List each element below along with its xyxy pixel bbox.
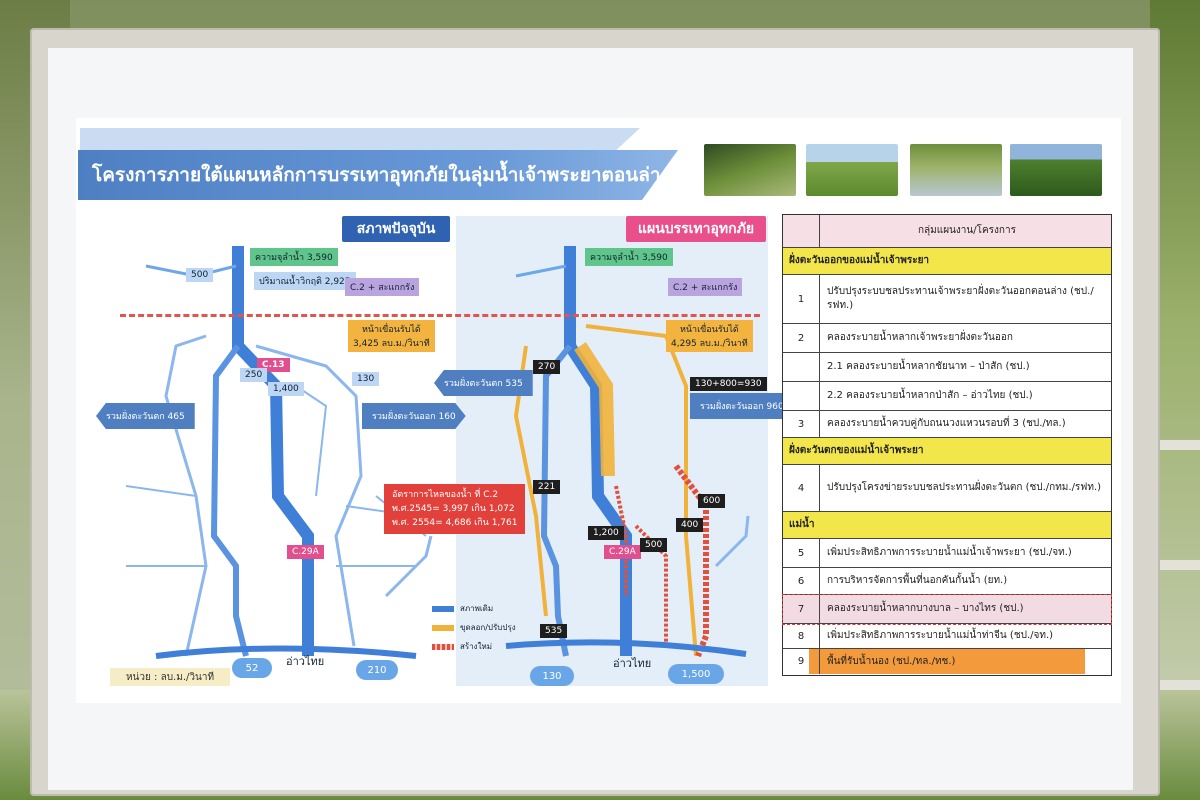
right-dam-capacity: หน้าเขื่อนรับได้ 4,295 ลบ.ม./วินาที <box>666 320 753 352</box>
row-num: 7 <box>783 595 820 623</box>
right-capacity-label: ความจุลำน้ำ 3,590 <box>585 248 673 266</box>
table-row: 8 เพิ่มประสิทธิภาพการระบายน้ำแม่น้ำท่าจี… <box>783 624 1111 649</box>
table-section-west: ฝั่งตะวันตกของแม่น้ำเจ้าพระยา <box>783 438 1111 465</box>
legend-new: สร้างใหม่ <box>432 640 516 653</box>
river-network-map <box>115 246 750 659</box>
row-text: 2.1 คลองระบายน้ำหลากชัยนาท – ป่าสัก (ชป.… <box>827 361 1030 372</box>
section-label-river: แม่น้ำ <box>789 519 815 530</box>
right-station-c29a: C.29A <box>604 545 641 559</box>
project-table: กลุ่มแผนงาน/โครงการ ฝั่งตะวันออกของแม่น้… <box>782 214 1112 676</box>
table-row: 2 คลองระบายน้ำหลากเจ้าพระยาฝั่งตะวันออก <box>783 324 1111 353</box>
row-text: เพิ่มประสิทธิภาพการระบายน้ำแม่น้ำท่าจีน … <box>827 630 1054 641</box>
table-row: 2.2 คลองระบายน้ำหลากป่าสัก – อ่าวไทย (ชป… <box>783 382 1111 411</box>
unit-label: หน่วย : ลบ.ม./วินาที <box>110 668 230 686</box>
right-flow-270: 270 <box>533 360 561 374</box>
table-header-num <box>783 215 820 247</box>
row-text: คลองระบายน้ำหลากบางบาล – บางไทร (ชป.) <box>827 603 1024 614</box>
left-sea-210: 210 <box>356 660 398 680</box>
right-map <box>505 246 750 658</box>
row-num <box>783 382 820 410</box>
right-flow-1200: 1,200 <box>588 526 624 540</box>
right-flow-221: 221 <box>533 480 561 494</box>
table-row-highlighted: 7 คลองระบายน้ำหลากบางบาล – บางไทร (ชป.) <box>782 594 1112 625</box>
legend-improve-swatch <box>432 624 454 631</box>
table-header: กลุ่มแผนงาน/โครงการ <box>918 225 1016 236</box>
combo-flow-label: 130+800=930 <box>690 377 767 391</box>
left-east-total-arrow: รวมฝั่งตะวันออก 160 <box>362 403 466 429</box>
left-flow-500: 500 <box>186 268 214 282</box>
row-num: 5 <box>783 539 820 567</box>
right-gulf-label: อ่าวไทย <box>613 657 652 670</box>
legend-existing-label: สภาพเดิม <box>460 604 494 613</box>
row-text: พื้นที่รับน้ำนอง (ชป./ทล./ทช.) <box>827 655 956 667</box>
row-text: ปรับปรุงระบบชลประทานเจ้าพระยาฝั่งตะวันออ… <box>827 286 1094 311</box>
right-c2-sakae-label: C.2 + สะแกกรัง <box>668 278 743 296</box>
legend-existing: สภาพเดิม <box>432 602 516 615</box>
table-row: 1 ปรับปรุงระบบชลประทานเจ้าพระยาฝั่งตะวัน… <box>783 275 1111 324</box>
right-flow-400: 400 <box>676 518 704 532</box>
photo-farmers-2 <box>806 144 898 196</box>
photo-farmers-1 <box>704 144 796 196</box>
row-num <box>783 353 820 381</box>
left-map <box>115 246 433 659</box>
row-text: คลองระบายน้ำควบคู่กับถนนวงแหวนรอบที่ 3 (… <box>827 418 1066 429</box>
left-c2-sakae-label: C.2 + สะแกกรัง <box>345 278 420 296</box>
left-station-c29a: C.29A <box>287 545 324 559</box>
left-flow-130: 130 <box>352 372 380 386</box>
legend-new-swatch <box>432 643 454 650</box>
row-text: การบริหารจัดการพื้นที่นอกคันกั้นน้ำ (ยท.… <box>827 575 1008 586</box>
table-row: 5 เพิ่มประสิทธิภาพการระบายน้ำแม่น้ำเจ้าพ… <box>783 539 1111 568</box>
table-row: 2.1 คลองระบายน้ำหลากชัยนาท – ป่าสัก (ชป.… <box>783 353 1111 382</box>
section-label-east: ฝั่งตะวันออกของแม่น้ำเจ้าพระยา <box>789 255 930 266</box>
poster-title: โครงการภายใต้แผนหลักการบรรเทาอุทกภัยในลุ… <box>92 164 670 186</box>
row-text: ปรับปรุงโครงข่ายระบบชลประทานฝั่งตะวันตก … <box>827 482 1102 493</box>
row-text: 2.2 คลองระบายน้ำหลากป่าสัก – อ่าวไทย (ชป… <box>827 390 1033 401</box>
row-num: 8 <box>783 624 820 648</box>
flood-plan-header: แผนบรรเทาอุทกภัย <box>626 216 766 242</box>
section-label-west: ฝั่งตะวันตกของแม่น้ำเจ้าพระยา <box>789 445 924 456</box>
right-flow-535: 535 <box>540 624 568 638</box>
left-capacity-label: ความจุลำน้ำ 3,590 <box>250 248 338 266</box>
table-row: 6 การบริหารจัดการพื้นที่นอกคันกั้นน้ำ (ย… <box>783 568 1111 595</box>
legend-existing-swatch <box>432 605 454 612</box>
photo-farmers-3 <box>910 144 1002 196</box>
title-bar <box>78 150 678 200</box>
row-num: 4 <box>783 465 820 511</box>
right-flow-600: 600 <box>698 494 726 508</box>
left-gulf-label: อ่าวไทย <box>286 655 325 668</box>
left-flow-1400: 1,400 <box>268 382 304 396</box>
left-flow-250: 250 <box>240 368 268 382</box>
row-num: 6 <box>783 568 820 594</box>
west-total-535-arrow: รวมฝั่งตะวันตก 535 <box>434 370 533 396</box>
current-state-header: สภาพปัจจุบัน <box>342 216 450 242</box>
right-sea-1500: 1,500 <box>668 664 724 684</box>
legend-improve-label: ขุดลอก/ปรับปรุง <box>460 623 516 632</box>
row-text: เพิ่มประสิทธิภาพการระบายน้ำแม่น้ำเจ้าพระ… <box>827 547 1072 558</box>
photo-farmers-4 <box>1010 144 1102 196</box>
critical-flow-line <box>120 314 760 317</box>
table-section-river: แม่น้ำ <box>783 512 1111 539</box>
row-text: คลองระบายน้ำหลากเจ้าพระยาฝั่งตะวันออก <box>827 332 1013 343</box>
right-east-total-arrow: รวมฝั่งตะวันออก 960 <box>690 393 794 419</box>
table-row: 3 คลองระบายน้ำควบคู่กับถนนวงแหวนรอบที่ 3… <box>783 411 1111 438</box>
legend: สภาพเดิม ขุดลอก/ปรับปรุง สร้างใหม่ <box>432 602 516 653</box>
left-dam-capacity: หน้าเขื่อนรับได้ 3,425 ลบ.ม./วินาที <box>348 320 435 352</box>
c2-flow-note: อัตราการไหลของน้ำ ที่ C.2 พ.ศ.2545= 3,99… <box>384 484 526 534</box>
left-sea-52: 52 <box>232 658 272 678</box>
table-row: 4 ปรับปรุงโครงข่ายระบบชลประทานฝั่งตะวันต… <box>783 465 1111 512</box>
table-row: 9 พื้นที่รับน้ำนอง (ชป./ทล./ทช.) <box>783 649 1111 674</box>
right-flow-500: 500 <box>640 538 668 552</box>
left-west-total-arrow: รวมฝั่งตะวันตก 465 <box>96 403 195 429</box>
left-critical-label: ปริมาณน้ำวิกฤติ 2,925 <box>254 272 356 290</box>
row-num: 9 <box>783 649 820 674</box>
row-num: 2 <box>783 324 820 352</box>
legend-improve: ขุดลอก/ปรับปรุง <box>432 621 516 634</box>
right-sea-130: 130 <box>530 666 574 686</box>
title-ribbon <box>80 128 640 154</box>
row-num: 3 <box>783 411 820 437</box>
table-header-row: กลุ่มแผนงาน/โครงการ <box>783 215 1111 248</box>
row-num: 1 <box>783 275 820 323</box>
legend-new-label: สร้างใหม่ <box>460 642 493 651</box>
table-section-east: ฝั่งตะวันออกของแม่น้ำเจ้าพระยา <box>783 248 1111 275</box>
